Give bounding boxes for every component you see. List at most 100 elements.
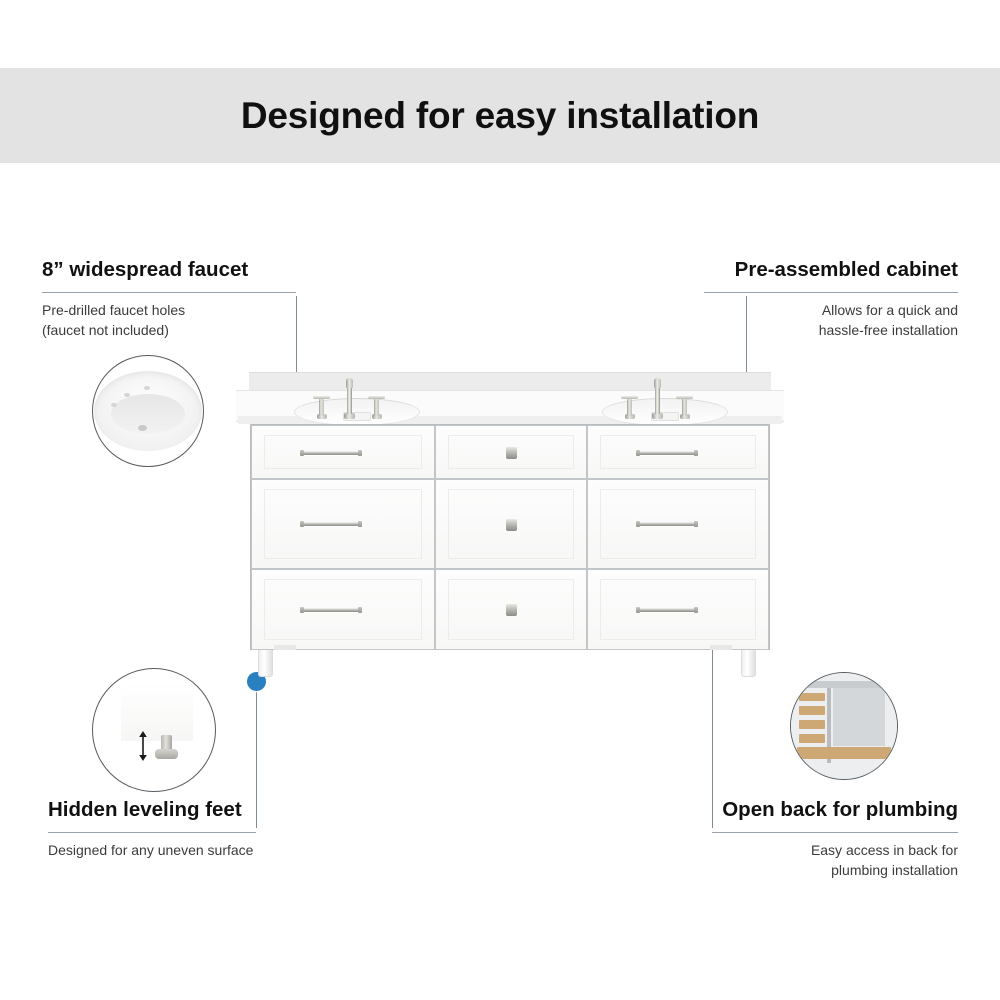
drawer-row3-right[interactable] [587, 569, 769, 650]
faucet-left-spout-stem [347, 384, 352, 414]
drawer-pull-row2-right[interactable] [638, 522, 696, 526]
leader-line-leveling-feet [256, 686, 257, 828]
sink-drain-left [343, 412, 371, 421]
drawer-box-art-1 [799, 693, 825, 701]
faucet-right-spout-stem [655, 384, 660, 414]
faucet-right-handle1-stem [627, 399, 632, 416]
faucet-hole-right [111, 403, 117, 407]
leveling-foot-screw [161, 735, 172, 752]
faucet-left-handle1-bar [313, 396, 330, 399]
drawer-pull-row3-left[interactable] [302, 608, 360, 612]
faucet-left-spout-top [346, 378, 353, 388]
vanity-leg-right [741, 650, 756, 677]
leader-line-open-back [712, 628, 713, 828]
faucet-hole-center [144, 386, 150, 390]
drawer-pull-foot-row2-left-b [358, 521, 362, 527]
callout-leveling-feet-rule [48, 831, 256, 833]
callout-faucet-subtitle: Pre-drilled faucet holes (faucet not inc… [42, 301, 186, 338]
drawer-pull-row1-right[interactable] [638, 451, 696, 455]
product-vanity [236, 372, 784, 692]
drawer-row2-left[interactable] [251, 479, 435, 569]
callout-leveling-feet-title: Hidden leveling feet [48, 798, 242, 821]
drawer-pull-foot-row3-right-a [636, 607, 640, 613]
callout-open-back-title: Open back for plumbing [722, 798, 958, 821]
faucet-left-spout-base [344, 413, 355, 419]
drawer-pull-foot-row3-left-b [358, 607, 362, 613]
drawer-row1-right[interactable] [587, 425, 769, 479]
drawer-pull-row3-right[interactable] [638, 608, 696, 612]
drawer-pull-foot-row1-right-a [636, 450, 640, 456]
drawer-row1-center[interactable] [435, 425, 587, 479]
sink-basin-art [94, 371, 202, 451]
faucet-left-handle1-stem [319, 399, 324, 416]
drawer-pull-foot-row1-left-a [300, 450, 304, 456]
back-panel-art [833, 688, 885, 746]
callout-open-back-subtitle: Easy access in back for plumbing install… [810, 841, 958, 878]
faucet-left-handle1-base [317, 414, 327, 419]
faucet-right-handle1-bar [621, 396, 638, 399]
sink-drain-right [651, 412, 679, 421]
faucet-left-handle2-stem [374, 399, 379, 416]
drawer-pull-row1-left[interactable] [302, 451, 360, 455]
faucet-hole-left [124, 393, 130, 397]
drawer-pull-foot-row2-right-b [694, 521, 698, 527]
vanity-leg-left [258, 650, 273, 677]
leveling-foot-pad [155, 749, 178, 759]
faucet-right-spout-base [652, 413, 663, 419]
sink-basin-holes-inset [92, 355, 204, 467]
callout-cabinet: Pre-assembled cabinet Allows for a quick… [704, 258, 958, 340]
sink-drain-hole [138, 425, 147, 431]
drawer-row2-center[interactable] [435, 479, 587, 569]
faucet-left-handle2-base [372, 414, 382, 419]
open-back-art [791, 673, 897, 779]
countertop-front-edge [238, 416, 782, 424]
callout-open-back: Open back for plumbing Easy access in ba… [712, 798, 958, 880]
faucet-right-handle2-bar [676, 396, 693, 399]
open-back-cabinet-inset [790, 672, 898, 780]
drawer-box-art-2 [799, 706, 825, 715]
drawer-row2-right[interactable] [587, 479, 769, 569]
drawer-knob-row2-center[interactable] [506, 519, 517, 531]
faucet-left-handle2-bar [368, 396, 385, 399]
callout-leveling-feet-subtitle: Designed for any uneven surface [48, 841, 254, 858]
drawer-box-art-3 [799, 720, 825, 729]
sink-basin-bowl [111, 394, 185, 435]
drawer-pull-foot-row2-right-a [636, 521, 640, 527]
faucet-right-spout-top [654, 378, 661, 388]
height-adjust-arrow-icon [139, 731, 147, 761]
drawer-pull-foot-row1-left-b [358, 450, 362, 456]
toe-bracket-left [274, 645, 296, 650]
drawer-knob-row3-center[interactable] [506, 604, 517, 616]
drawer-knob-row1-center[interactable] [506, 447, 517, 459]
callout-cabinet-rule [704, 291, 958, 293]
cabinet-body [250, 424, 770, 650]
countertop-backsplash [249, 372, 771, 392]
countertop-edge-art [791, 681, 897, 688]
drawer-pull-foot-row3-right-b [694, 607, 698, 613]
callout-cabinet-subtitle: Allows for a quick and hassle-free insta… [818, 301, 958, 338]
leader-line-faucet [296, 296, 297, 388]
cabinet-corner-art [121, 683, 193, 741]
faucet-right-handle1-base [625, 414, 635, 419]
drawer-pull-row2-left[interactable] [302, 522, 360, 526]
callout-leveling-feet: Hidden leveling feet Designed for any un… [48, 798, 256, 860]
callout-faucet-title: 8” widespread faucet [42, 258, 249, 281]
page-title: Designed for easy installation [240, 95, 760, 136]
leveling-foot-inset [92, 668, 216, 792]
drawer-row1-left[interactable] [251, 425, 435, 479]
bottom-rail-art [797, 747, 891, 759]
drawer-pull-foot-row1-right-b [694, 450, 698, 456]
callout-open-back-rule [712, 831, 958, 833]
faucet-right-handle2-base [680, 414, 690, 419]
drawer-row3-center[interactable] [435, 569, 587, 650]
drawer-row3-left[interactable] [251, 569, 435, 650]
callout-faucet: 8” widespread faucet Pre-drilled faucet … [42, 258, 296, 340]
drawer-box-art-4 [799, 734, 825, 743]
center-stile-art [827, 688, 831, 763]
callout-cabinet-title: Pre-assembled cabinet [734, 258, 958, 281]
drawer-pull-foot-row3-left-a [300, 607, 304, 613]
callout-faucet-rule [42, 291, 296, 293]
header-band: Designed for easy installation [0, 68, 1000, 163]
drawer-pull-foot-row2-left-a [300, 521, 304, 527]
